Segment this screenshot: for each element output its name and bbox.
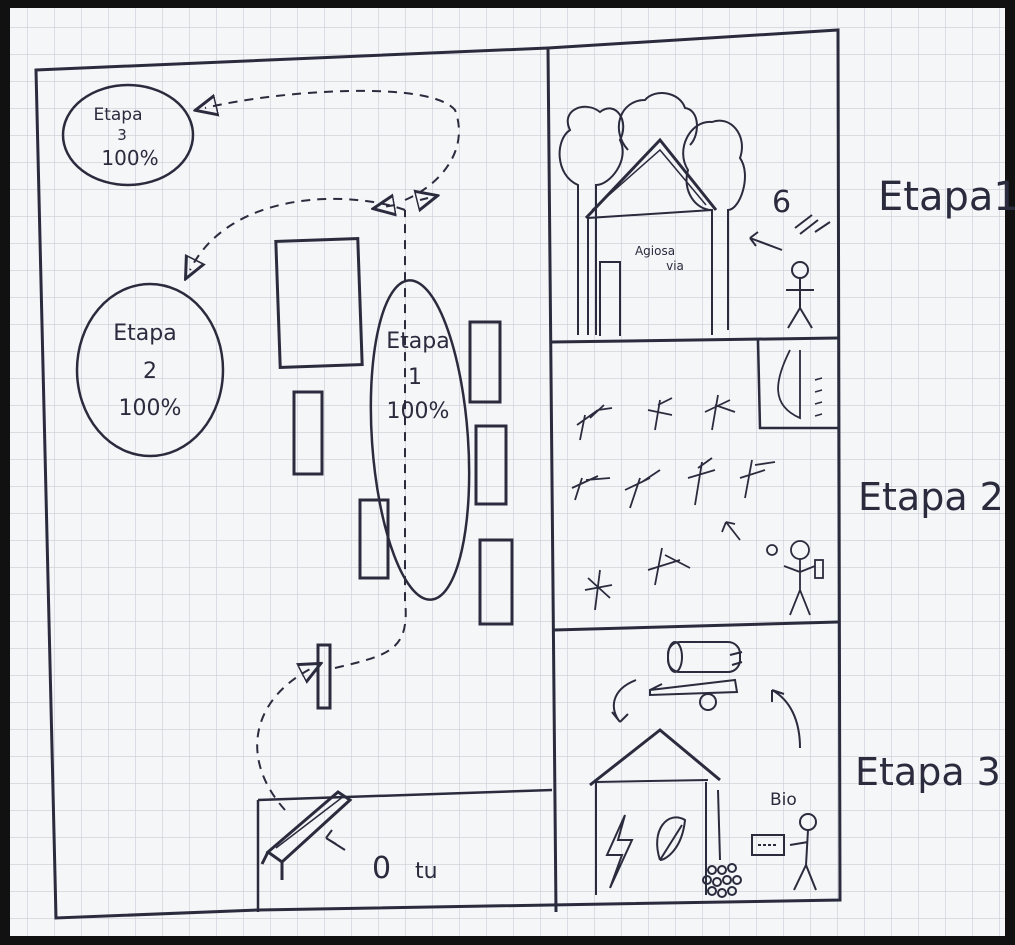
side-label-etapa-1: Etapa1 — [878, 174, 1015, 220]
side-label-etapa-2: Etapa 2 — [858, 475, 1004, 519]
stage-1-percent: 100% — [387, 399, 450, 424]
stage-1-number: 1 — [408, 365, 422, 390]
zero-label: 0 — [372, 851, 391, 886]
panel1-number: 6 — [772, 185, 791, 220]
stage-3-name: Etapa — [93, 105, 142, 125]
house-label-line2: via — [666, 259, 684, 273]
bio-label: Bio — [770, 790, 797, 810]
stage-2-name: Etapa — [113, 321, 176, 346]
stage-2-percent: 100% — [119, 396, 182, 421]
stage-3-number: 3 — [117, 126, 127, 144]
tu-label: tu — [415, 859, 438, 884]
stage-3-percent: 100% — [101, 146, 158, 170]
house-label-line1: Agiosa — [635, 244, 675, 258]
stage-2-number: 2 — [143, 359, 157, 384]
stage-1-name: Etapa — [386, 329, 449, 354]
side-label-etapa-3: Etapa 3 — [855, 750, 1001, 794]
